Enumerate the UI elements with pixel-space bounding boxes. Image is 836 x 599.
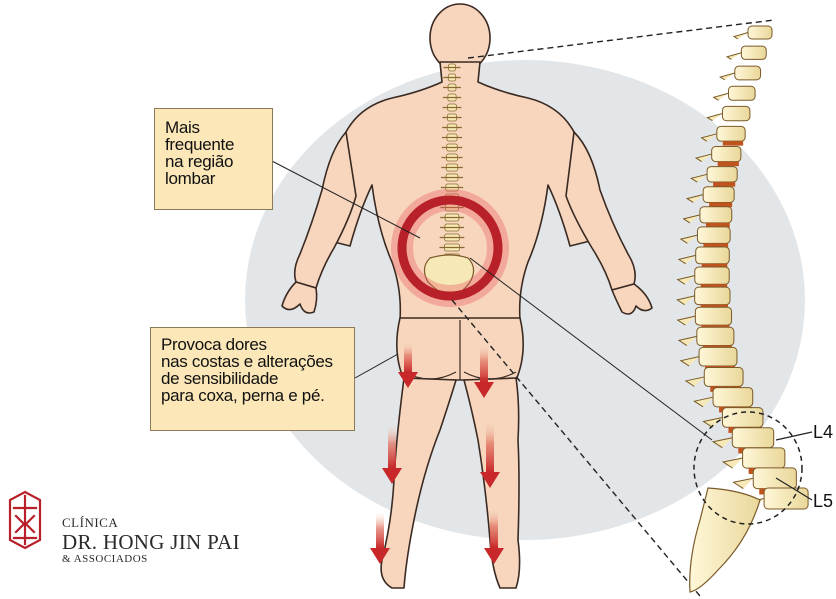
clinic-seal-icon	[10, 492, 40, 548]
spine-vertebra	[714, 86, 755, 100]
vertebra-body	[753, 468, 796, 489]
vertebra-body	[743, 448, 785, 468]
clinic-logo-text: CLÍNICA DR. HONG JIN PAI & ASSOCIADOS	[62, 515, 240, 565]
vertebra-body	[722, 106, 749, 120]
vertebra-body	[728, 86, 755, 100]
callout-top-line-3: na região	[165, 153, 262, 170]
vertebra-body	[699, 347, 737, 366]
vertebra-body	[707, 167, 737, 182]
callout-bottom-line-1: Provoca dores	[161, 336, 344, 353]
vertebra-process	[734, 33, 748, 40]
callout-top-line-4: lombar	[165, 170, 262, 187]
vertebra-body	[700, 207, 732, 223]
pain-arrow-shaft	[480, 344, 488, 382]
pain-arrow-shaft	[376, 512, 384, 548]
spine-vertebra	[727, 46, 766, 59]
vertebra-body	[764, 488, 808, 509]
intervertebral-disc	[718, 162, 739, 167]
vertebra-body	[741, 46, 766, 59]
callout-lumbar-frequency: Mais frequente na região lombar	[154, 108, 273, 210]
vertebra-body	[695, 267, 729, 284]
vertebra-body	[722, 408, 763, 428]
callout-bottom-line-3: de sensibilidade	[161, 370, 344, 387]
callout-symptoms: Provoca dores nas costas e alterações de…	[150, 327, 355, 431]
vertebra-body	[703, 187, 734, 203]
logo-line-clinica: CLÍNICA	[62, 515, 240, 531]
intervertebral-disc	[713, 182, 735, 187]
vertebra-body	[713, 388, 753, 407]
vertebra-body	[732, 428, 773, 448]
spine-vertebra	[734, 26, 772, 39]
spine-vertebra	[733, 468, 796, 489]
callout-bottom-line-2: nas costas e alterações	[161, 353, 344, 370]
pain-arrow-shaft	[486, 420, 494, 472]
vertebra-body	[695, 307, 731, 325]
vertebra-body	[696, 247, 730, 264]
l4-pointer-line	[776, 432, 812, 440]
vertebra-process	[733, 478, 753, 488]
vertebra-process	[727, 53, 741, 60]
vertebra-body	[717, 126, 745, 141]
spine-vertebra	[720, 66, 760, 80]
vertebra-body	[735, 66, 761, 80]
logo-line-name: DR. HONG JIN PAI	[62, 531, 240, 553]
vertebra-body	[697, 327, 734, 345]
callout-top-line-2: frequente	[165, 136, 262, 153]
pain-arrow-shaft	[404, 342, 412, 372]
vertebra-body	[695, 287, 730, 305]
pain-arrow-shaft	[490, 508, 498, 548]
vertebra-process	[714, 93, 729, 100]
vertebra-body	[748, 26, 772, 39]
intervertebral-disc	[723, 141, 743, 145]
projection-line-top	[468, 20, 774, 58]
callout-bottom-line-4: para coxa, perna e pé.	[161, 387, 344, 404]
vertebra-label-l5: L5	[813, 491, 833, 512]
vertebra-label-l4: L4	[813, 422, 833, 443]
spine-vertebra	[707, 106, 750, 120]
vertebra-body	[704, 367, 743, 386]
vertebra-body	[712, 147, 741, 162]
logo-line-associados: & ASSOCIADOS	[62, 553, 240, 565]
sacrum-coccyx	[690, 488, 760, 592]
vertebra-process	[720, 73, 735, 80]
pain-arrow-shaft	[388, 424, 396, 468]
vertebra-body	[697, 227, 730, 243]
callout-top-line-1: Mais	[165, 119, 262, 136]
